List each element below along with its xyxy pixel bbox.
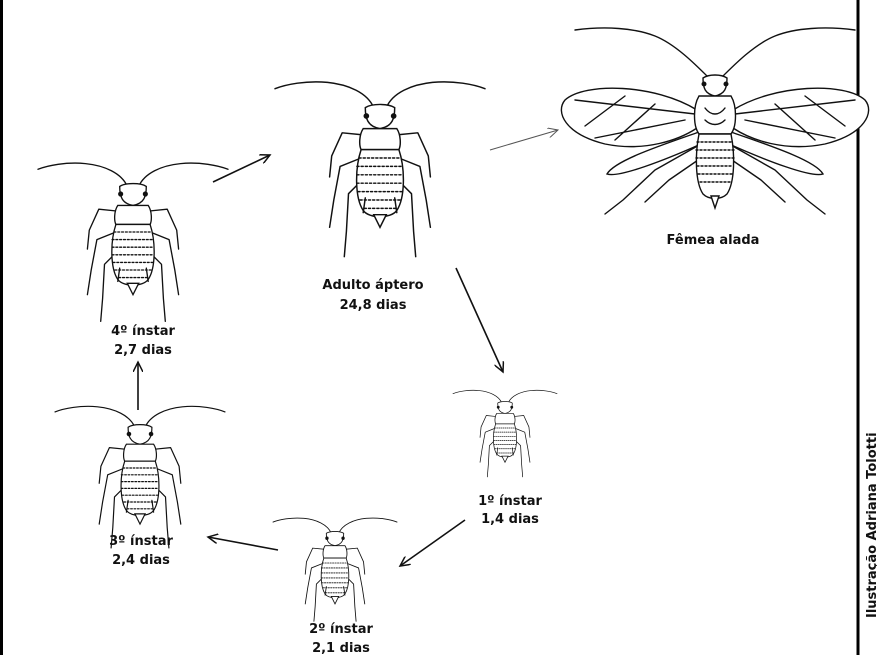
arrow-4th-instar-to-adult: [213, 155, 270, 182]
arrow-2nd-to-3rd-instar: [208, 537, 278, 550]
fourth-instar-aphid-illustration: [38, 163, 228, 321]
first-instar-name-label: 1º ínstar: [478, 494, 542, 509]
winged-female-aphid-illustration: [561, 28, 868, 214]
arrow-1st-to-2nd-instar: [400, 520, 465, 566]
third-instar-name-label: 3º ínstar: [109, 534, 173, 549]
adult-apterous-name-label: Adulto áptero: [322, 278, 423, 293]
arrow-adult-to-1st-instar: [456, 268, 503, 372]
illustration-credit: Ilustração Adriana Tolotti: [865, 432, 877, 618]
winged-female-name-label: Fêmea alada: [667, 233, 760, 248]
fourth-instar-name-label: 4º ínstar: [111, 324, 175, 339]
third-instar-aphid-illustration: [55, 406, 225, 548]
adult-apterous-duration-label: 24,8 dias: [340, 298, 407, 313]
second-instar-aphid-illustration: [273, 518, 397, 621]
first-instar-duration-label: 1,4 dias: [481, 512, 539, 527]
second-instar-name-label: 2º ínstar: [309, 622, 373, 637]
fourth-instar-duration-label: 2,7 dias: [114, 343, 172, 358]
arrow-adult-to-winged-female: [490, 130, 558, 150]
third-instar-duration-label: 2,4 dias: [112, 553, 170, 568]
first-instar-aphid-illustration: [453, 390, 557, 477]
second-instar-duration-label: 2,1 dias: [312, 641, 370, 655]
adult-apterous-aphid-illustration: [275, 82, 485, 257]
